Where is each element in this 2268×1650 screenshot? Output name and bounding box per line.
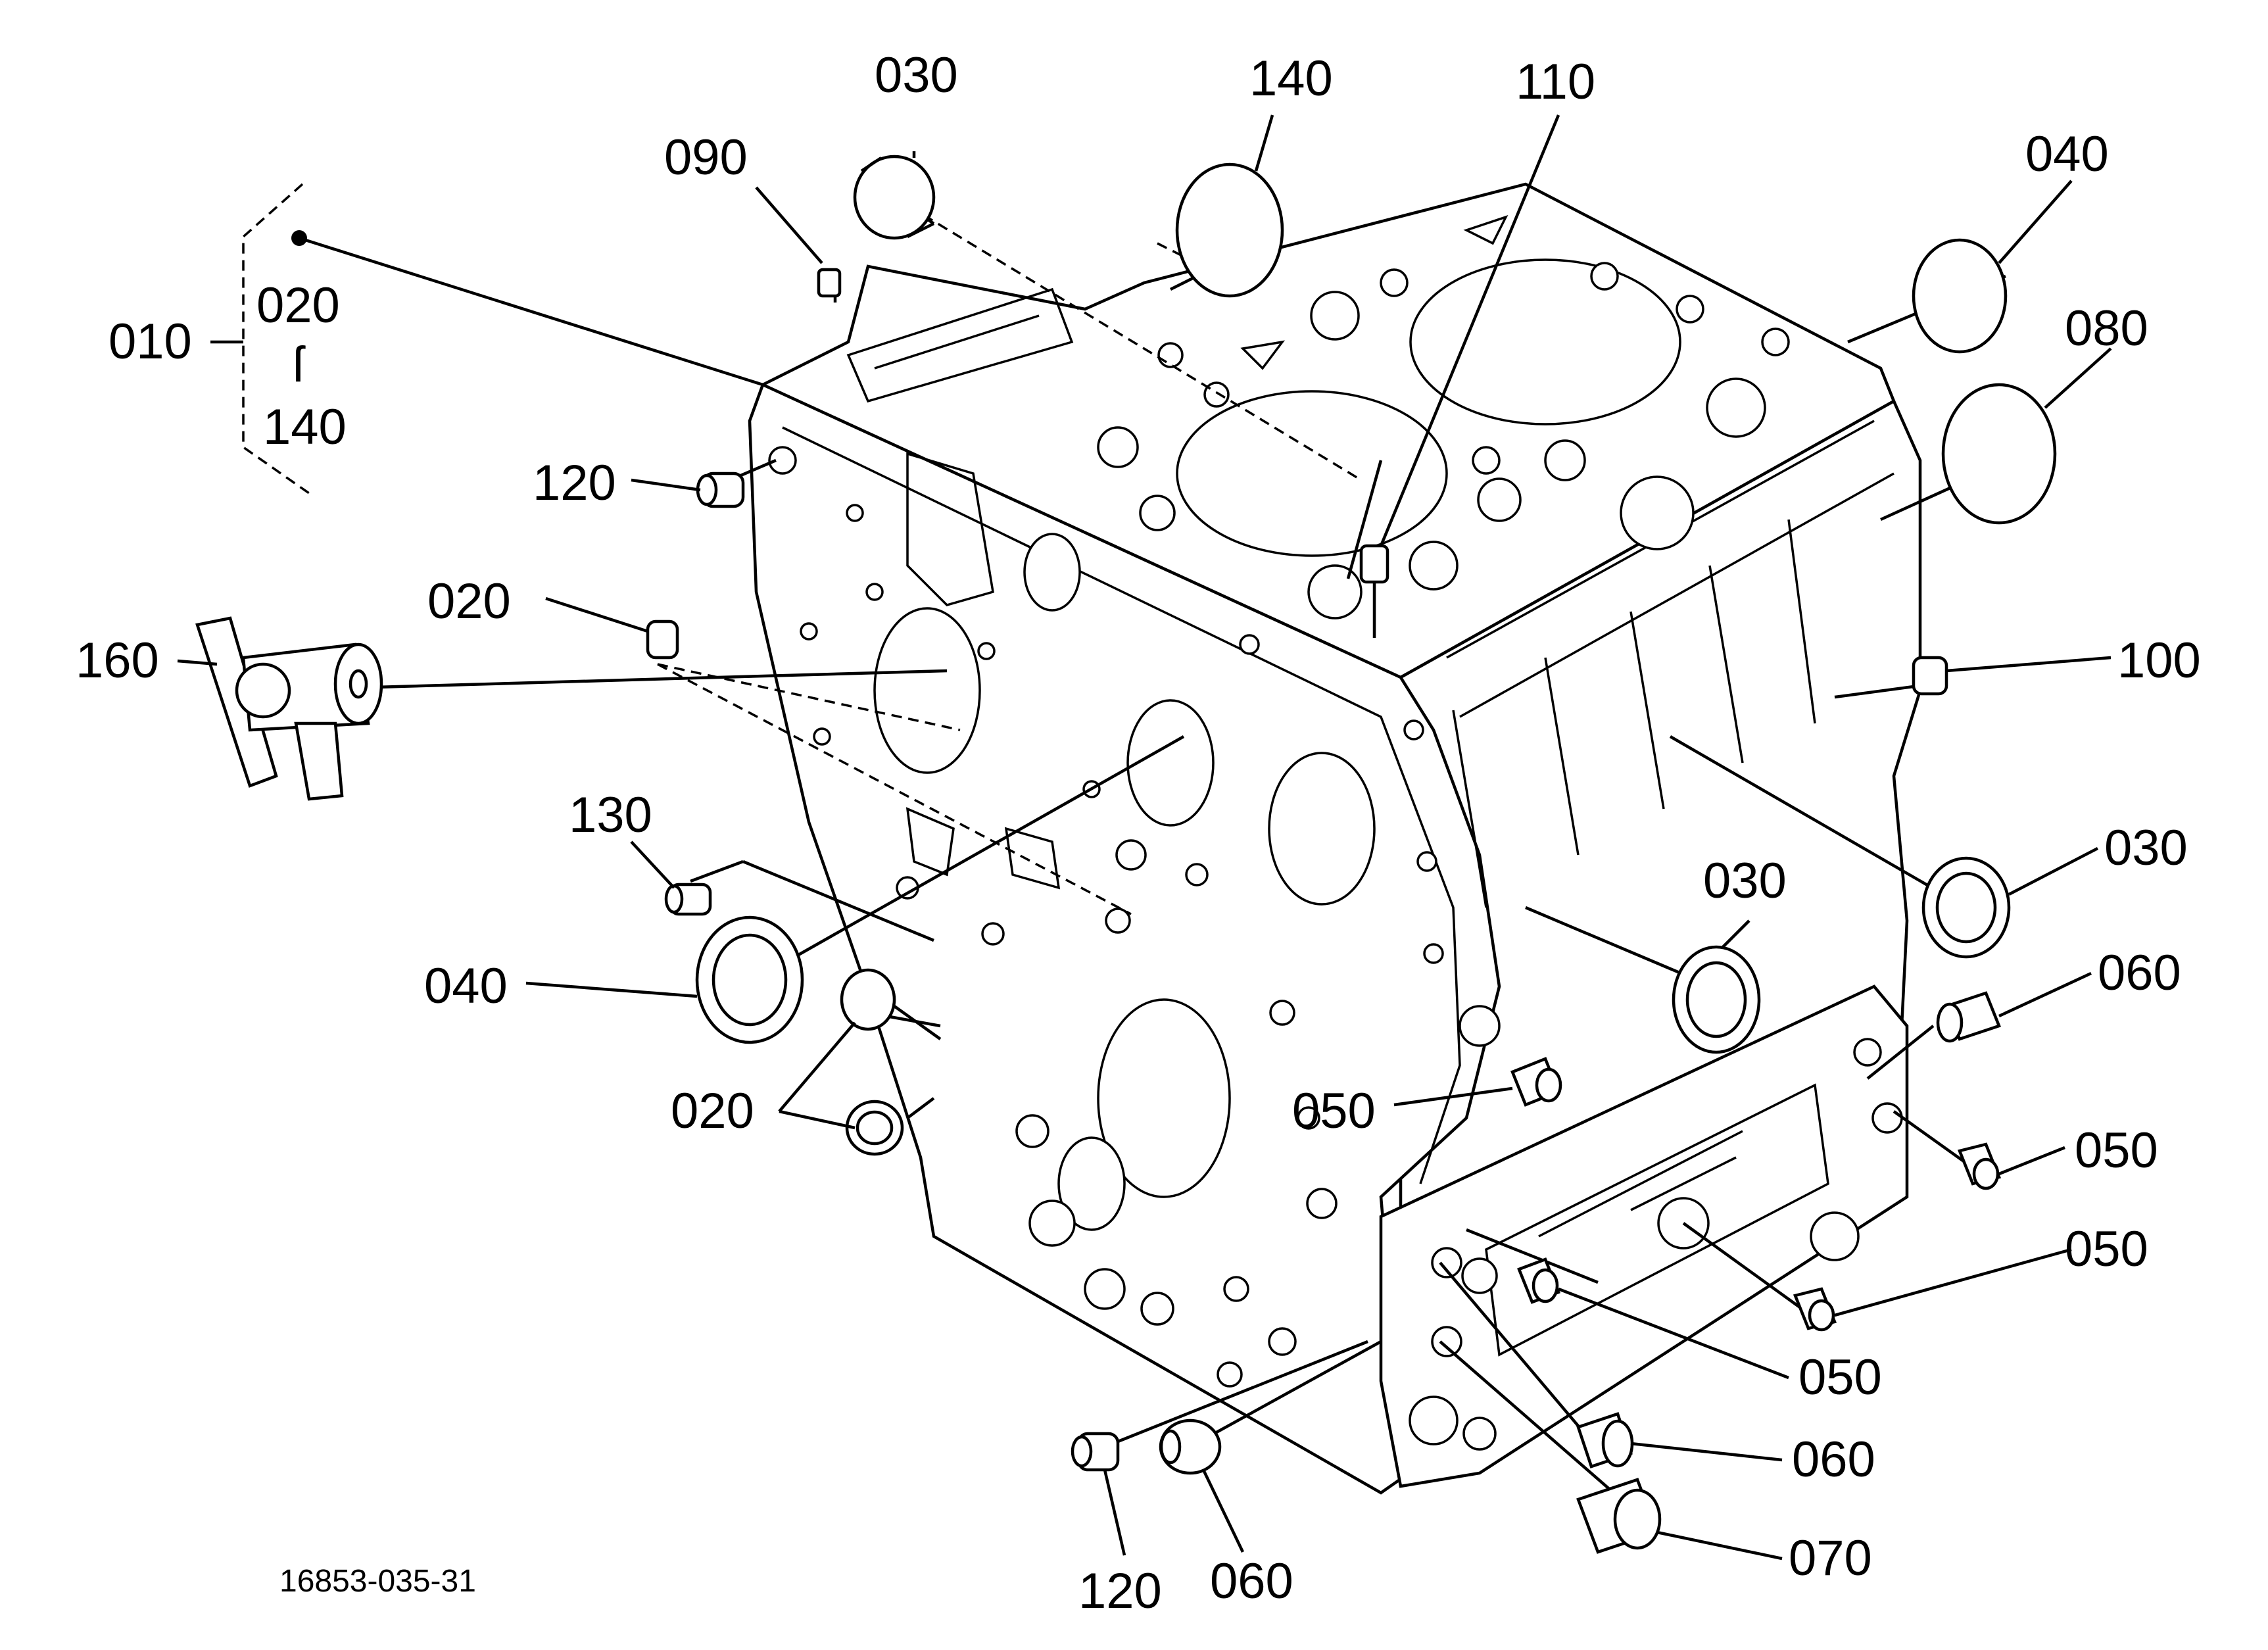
part-160-drain-cock [195, 616, 383, 801]
part-040-left-seal [695, 915, 804, 1044]
callout-030-right: 030 [2104, 820, 2188, 876]
callout-030-mid: 030 [1703, 853, 1787, 909]
part-060-bottom-right-plug [1576, 1412, 1634, 1468]
part-090-pin [817, 268, 842, 298]
callout-020-range-start: 020 [256, 278, 340, 333]
callout-140-range-end: 140 [263, 399, 347, 455]
callout-020-bottom: 020 [671, 1083, 754, 1139]
callout-100: 100 [2117, 633, 2201, 689]
callout-010: 010 [109, 314, 192, 370]
part-100-plug [1912, 656, 1948, 696]
callout-050-right2: 050 [2065, 1221, 2148, 1277]
callout-030-top: 030 [875, 47, 958, 103]
callout-range-separator: ſ [293, 337, 306, 393]
callout-060-right: 060 [2098, 945, 2181, 1001]
part-030-top [853, 155, 936, 240]
part-120-bottom-plug [1071, 1432, 1120, 1472]
callout-160: 160 [76, 633, 159, 689]
callout-120-bottom: 120 [1078, 1563, 1162, 1619]
callout-040-top: 040 [2025, 126, 2109, 182]
part-030-mid-seal [1672, 945, 1761, 1054]
callout-110: 110 [1516, 54, 1595, 110]
part-070-plug [1576, 1478, 1662, 1554]
part-120-left-plug [696, 472, 745, 508]
callout-080: 080 [2065, 301, 2148, 356]
part-020-left-plug [646, 619, 679, 660]
part-140-top [1175, 162, 1284, 298]
part-040-top [1912, 238, 2008, 354]
crankcase-body [748, 182, 1922, 1495]
assembly-bracket [210, 183, 763, 495]
part-060-right-plug [1936, 991, 2001, 1043]
callout-labels: 010 020 ſ 140 030 140 110 040 080 090 12… [76, 47, 2201, 1619]
callout-090: 090 [664, 130, 748, 185]
part-050-plugs [1510, 1057, 2002, 1332]
callout-060-bottom: 060 [1210, 1553, 1293, 1609]
callout-130: 130 [569, 787, 652, 843]
callout-020-left: 020 [427, 573, 511, 629]
callout-120-left: 120 [533, 455, 616, 511]
part-130-plug [664, 883, 712, 916]
callout-050-bottom: 050 [1798, 1349, 1882, 1405]
part-030-right-seal [1921, 856, 2011, 959]
cylinder-bore-1 [1176, 390, 1448, 557]
part-110-dowel [1359, 544, 1389, 638]
callout-leaders [177, 114, 2112, 1561]
part-020-bottom-plugs [840, 968, 904, 1156]
callout-070: 070 [1789, 1530, 1872, 1586]
part-060-bottom-plug [1159, 1419, 1222, 1475]
front-bore-large [1097, 998, 1231, 1198]
callout-040-left: 040 [424, 958, 508, 1014]
part-080-cap [1941, 383, 2057, 525]
callout-140-top: 140 [1249, 51, 1333, 107]
cylinder-bore-2 [1409, 258, 1681, 425]
callout-050-mid: 050 [1292, 1083, 1376, 1139]
callout-060-bottom-right: 060 [1792, 1432, 1875, 1488]
drawing-number: 16853-035-31 [279, 1564, 476, 1599]
callout-050-right1: 050 [2075, 1123, 2158, 1178]
